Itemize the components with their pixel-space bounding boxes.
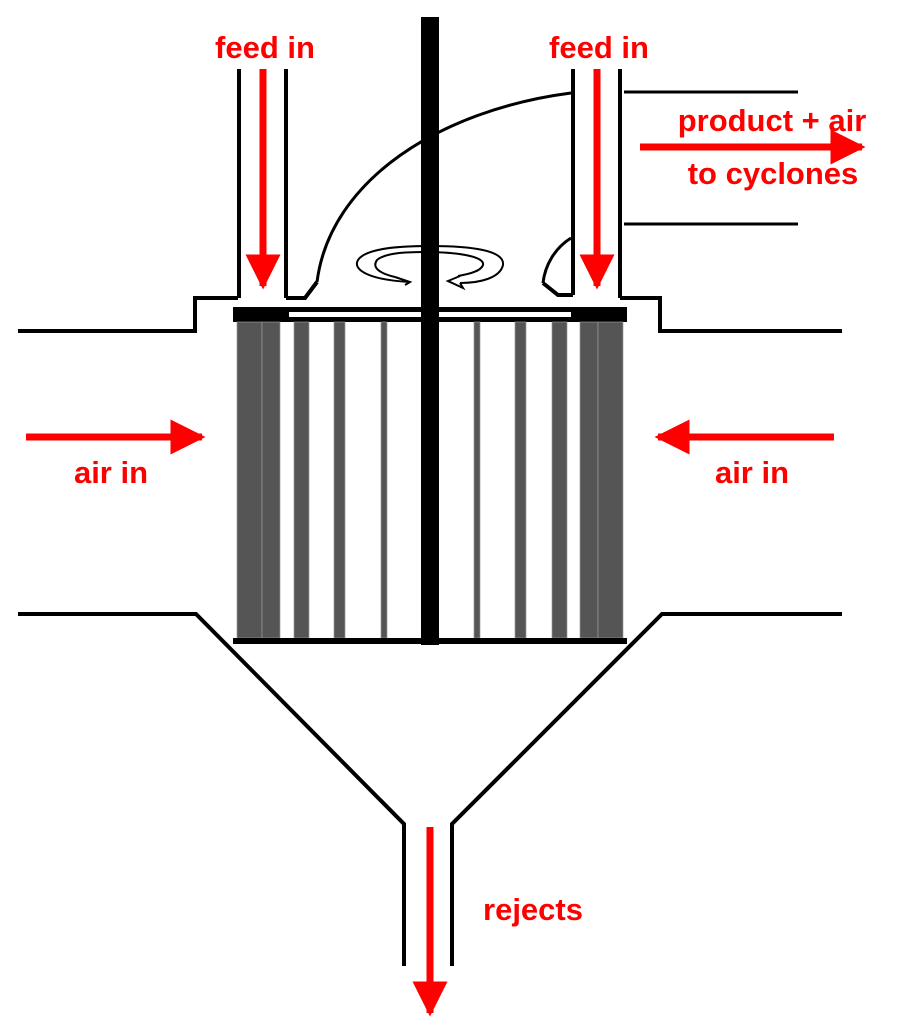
product-outlet-duct [624, 90, 798, 226]
drive-shaft [421, 17, 439, 645]
rotor-blade [236, 321, 263, 639]
air-in-left-label: air in [74, 455, 148, 490]
rotor-blade [333, 321, 346, 639]
rejects-label: rejects [483, 892, 583, 927]
rotor-blade [380, 321, 388, 639]
rotor-blade [261, 321, 281, 639]
housing [18, 296, 842, 966]
rotor-blade [473, 321, 481, 639]
cone-left-wall [18, 612, 406, 966]
cone-right-wall [450, 612, 842, 966]
product-label-line1: product + air [678, 103, 867, 138]
feed-in-right-label: feed in [549, 30, 649, 65]
feed-pipe-right [541, 69, 622, 298]
feed-pipe-left [237, 69, 319, 300]
housing-top-right-wall [620, 296, 842, 333]
rotor-blade [514, 321, 527, 639]
housing-top-left-wall [18, 296, 238, 333]
rotor-blade [579, 321, 599, 639]
product-label-line2: to cyclones [688, 156, 859, 191]
rotor-blade [597, 321, 624, 639]
rotor-cage [236, 321, 624, 639]
deflector-dome [315, 91, 572, 284]
rotor-blade [293, 321, 310, 639]
air-in-right-label: air in [715, 455, 789, 490]
rotor-blade [551, 321, 568, 639]
feed-in-left-label: feed in [215, 30, 315, 65]
